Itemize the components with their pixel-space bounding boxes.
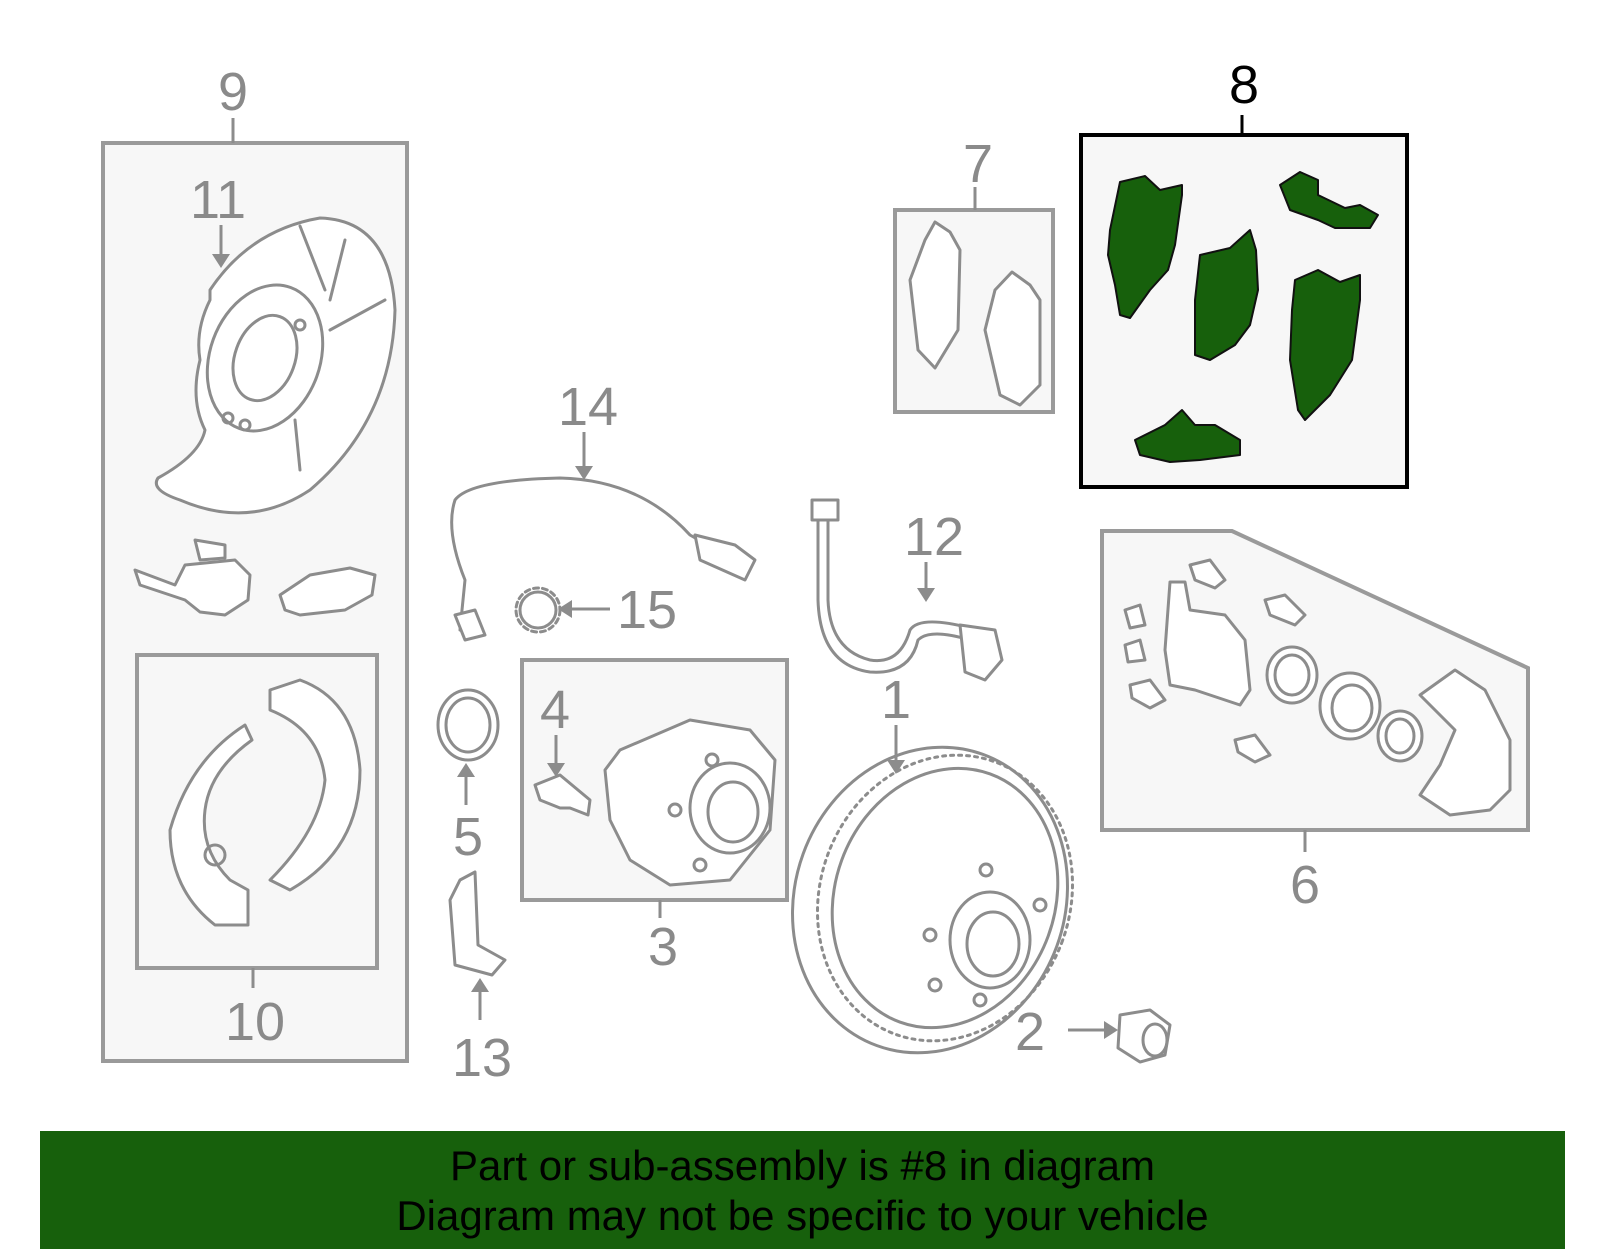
callout-1[interactable]: 1	[881, 670, 911, 730]
callout-2[interactable]: 2	[1015, 1002, 1045, 1062]
adjuster-part[interactable]	[133, 538, 252, 617]
brake-shoe-part[interactable]	[168, 678, 362, 927]
callout-8[interactable]: 8	[1229, 55, 1259, 115]
callout-14[interactable]: 14	[558, 377, 618, 437]
callout-13[interactable]: 13	[452, 1028, 512, 1088]
bracket-part[interactable]	[448, 870, 507, 977]
notice-line-1: Part or sub-assembly is #8 in diagram	[450, 1142, 1155, 1189]
notice-banner: Part or sub-assembly is #8 in diagram Di…	[40, 1131, 1565, 1249]
brake-rotor-part[interactable]	[750, 708, 1112, 1092]
callout-12[interactable]: 12	[904, 507, 964, 567]
abs-sensor-wire-part[interactable]	[450, 476, 757, 642]
callout-10[interactable]: 10	[225, 992, 285, 1052]
callout-7[interactable]: 7	[963, 134, 993, 194]
hub-bolt-part[interactable]	[533, 773, 592, 817]
parts-diagram: 9 11 10 14	[101, 55, 1530, 1092]
callout-5[interactable]: 5	[453, 807, 483, 867]
brake-hose-part[interactable]	[810, 498, 1004, 682]
callout-3[interactable]: 3	[648, 917, 678, 977]
dust-shield-part[interactable]	[154, 216, 397, 515]
callout-4[interactable]: 4	[540, 680, 570, 740]
notice-line-2: Diagram may not be specific to your vehi…	[396, 1192, 1209, 1239]
callout-11[interactable]: 11	[190, 170, 246, 230]
callout-9[interactable]: 9	[218, 62, 248, 122]
hub-bearing-part[interactable]	[603, 718, 777, 887]
caliper-assembly-part[interactable]	[1123, 558, 1512, 817]
callout-6[interactable]: 6	[1290, 855, 1320, 915]
rotor-screw-part[interactable]	[1116, 1008, 1172, 1064]
pad-hardware-kit-part[interactable]	[1107, 171, 1379, 463]
lever-part[interactable]	[278, 566, 377, 617]
tone-ring-part[interactable]	[514, 586, 562, 634]
brake-pad-set-part[interactable]	[908, 220, 1042, 407]
seal-part[interactable]	[436, 688, 500, 762]
callout-15[interactable]: 15	[617, 580, 677, 640]
